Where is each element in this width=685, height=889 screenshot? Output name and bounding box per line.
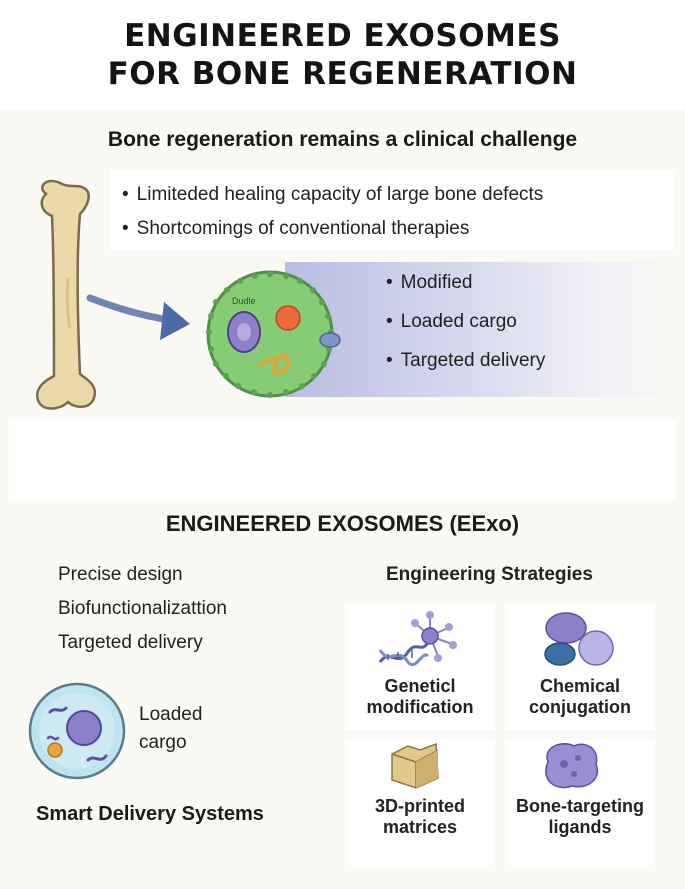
eexo-item-2: Biofunctionalizattion <box>58 598 227 619</box>
title-panel <box>0 0 685 110</box>
exosome-icon <box>206 270 341 398</box>
strategies-heading: Engineering Strategies <box>386 564 593 585</box>
arrow-icon <box>86 294 190 340</box>
strategy-label-genetic-1: Geneticl <box>384 676 456 696</box>
page-title-line2: FOR BONE REGENERATION <box>107 56 578 92</box>
cell-icon <box>28 682 126 780</box>
exosome-feature-2: Loaded cargo <box>386 311 517 333</box>
challenge-heading: Bone regeneration remains a clinical cha… <box>107 128 578 151</box>
smart-delivery-label: Smart Delivery Systems <box>36 803 264 825</box>
bone-icon <box>35 179 97 410</box>
strategy-label-chemical-1: Chemical <box>539 676 621 696</box>
eexo-item-1: Precise design <box>58 564 183 585</box>
exosome-feature-1: Modified <box>386 272 473 294</box>
strategy-card-genetic <box>345 605 495 730</box>
cell-label-line1: Loaded <box>139 704 203 725</box>
challenge-bullet-2: Shortcomings of conventional therapies <box>122 218 470 240</box>
dna-molecule-icon <box>378 611 457 666</box>
page-title-line1: ENGINEERED EXOSOMES <box>124 18 561 54</box>
exosome-feature-3: Targeted delivery <box>386 350 546 372</box>
challenge-bullet-1: Limiteded healing capacity of large bone… <box>122 184 544 206</box>
eexo-heading: ENGINEERED EXOSOMES (EExo) <box>165 511 520 536</box>
strategy-label-bone-2: ligands <box>548 817 612 837</box>
blank-panel <box>8 420 676 500</box>
strategy-label-genetic-2: modification <box>366 697 474 717</box>
exosome-inner-label: Dudle <box>232 296 256 306</box>
scaffold-block-icon <box>391 742 439 789</box>
ligand-cell-icon <box>545 742 599 789</box>
cell-label-line2: cargo <box>139 732 187 753</box>
eexo-item-3: Targeted delivery <box>58 632 203 653</box>
strategy-label-3d-2: matrices <box>382 817 458 837</box>
strategy-label-chemical-2: conjugation <box>529 697 631 717</box>
strategy-label-3d-1: 3D-printed <box>375 796 465 816</box>
strategy-label-bone-1: Bone-targeting <box>516 796 644 816</box>
molecule-spheres-icon <box>544 612 614 666</box>
